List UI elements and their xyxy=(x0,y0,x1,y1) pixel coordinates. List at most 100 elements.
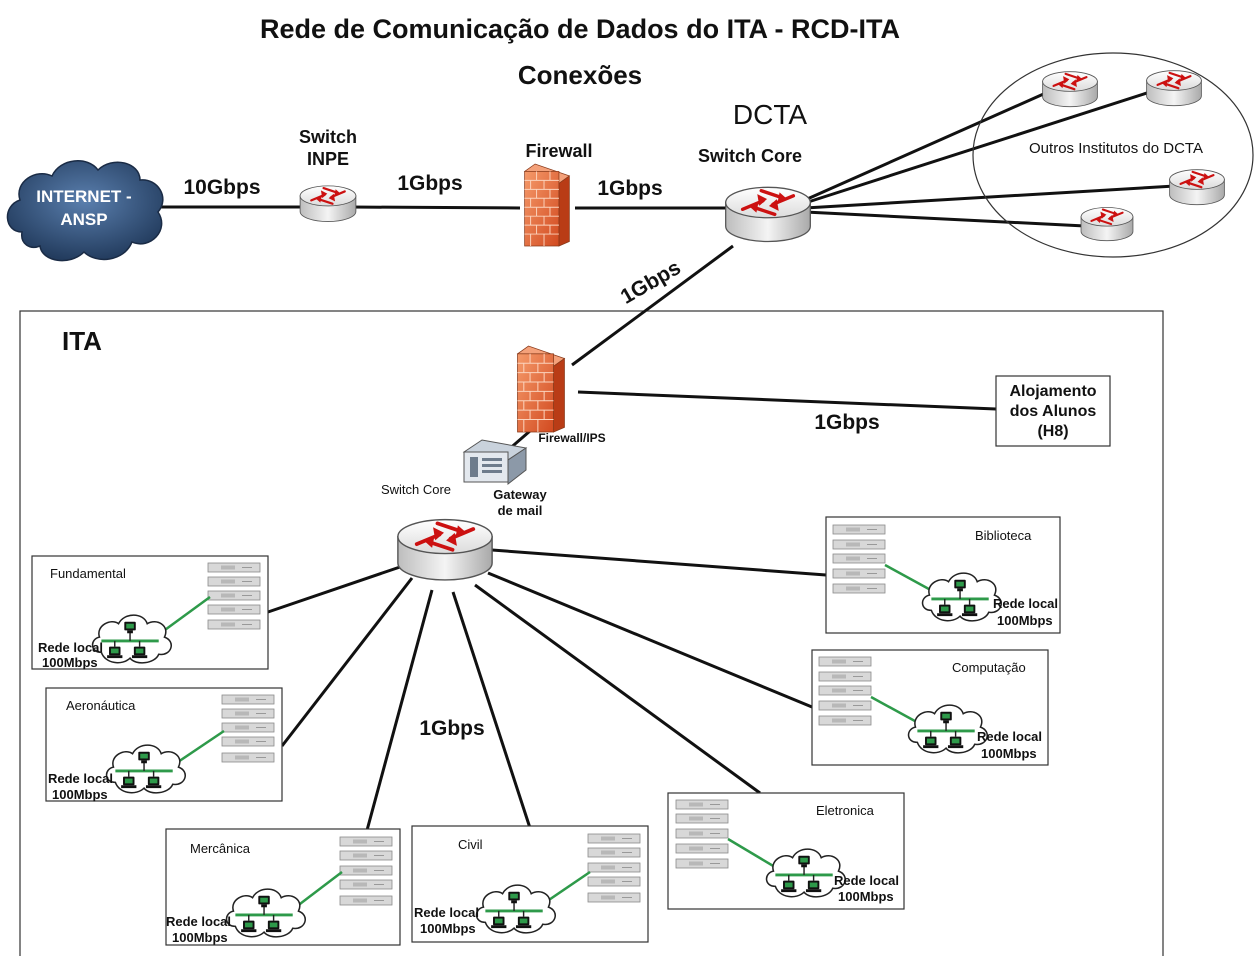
switch-inpe-label-line2: INPE xyxy=(307,149,349,169)
dept-fundamental: Fundamental Rede local 100Mbps xyxy=(31,555,269,670)
dept-label: Civil xyxy=(458,837,483,852)
server-rack-icon xyxy=(832,539,886,550)
server-rack-icon xyxy=(675,858,729,869)
rede-local-speed: 100Mbps xyxy=(838,889,894,904)
switch-inpe: Switch INPE xyxy=(298,127,358,223)
rede-local-speed: 100Mbps xyxy=(981,746,1037,761)
outros-institutos-label: Outros Institutos do DCTA xyxy=(1029,140,1203,157)
server-rack-icon xyxy=(339,865,393,876)
server-rack-icon xyxy=(221,752,275,763)
outros-institutos-group: Outros Institutos do DCTA xyxy=(972,52,1254,258)
gateway-label-line2: de mail xyxy=(498,503,543,518)
rede-local-label: Rede local xyxy=(414,905,479,920)
firewall-label: Firewall xyxy=(525,141,592,161)
server-rack-icon xyxy=(221,694,275,705)
dcta-heading: DCTA xyxy=(733,99,807,130)
link-core-mecanica xyxy=(364,589,434,835)
router-icon xyxy=(1168,168,1226,206)
internet-cloud: INTERNET - ANSP xyxy=(6,160,164,262)
alojamento-line2: dos Alunos xyxy=(1010,403,1097,420)
dept-label: Biblioteca xyxy=(975,528,1032,543)
server-rack-icon xyxy=(675,843,729,854)
firewall-icon xyxy=(524,163,570,247)
server-rack-icon xyxy=(818,671,872,682)
server-rack-icon xyxy=(221,736,275,747)
server-rack-icon xyxy=(587,876,641,887)
server-rack-icon xyxy=(587,847,641,858)
server-rack-icon xyxy=(675,813,729,824)
rede-local-label: Rede local xyxy=(993,596,1058,611)
server-rack-icon xyxy=(818,700,872,711)
link-core-computacao xyxy=(487,571,813,709)
server-rack-icon xyxy=(587,862,641,873)
dept-label: Eletronica xyxy=(816,803,875,818)
dept-biblioteca: Biblioteca Rede local 100Mbps xyxy=(825,516,1061,634)
firewall-icon xyxy=(516,345,566,433)
dept-label: Aeronáutica xyxy=(66,698,136,713)
router-icon xyxy=(1079,206,1135,242)
firewall-top: Firewall xyxy=(524,141,593,247)
server-rack-icon xyxy=(818,685,872,696)
rede-local-speed: 100Mbps xyxy=(42,655,98,670)
alojamento-line3: (H8) xyxy=(1037,423,1068,440)
link-inpe-firewall xyxy=(349,205,521,210)
server-rack-icon xyxy=(221,708,275,719)
dept-aeronautica: Aeronáutica Rede local 100Mbps xyxy=(45,687,283,802)
gateway-label-line1: Gateway xyxy=(493,487,547,502)
server-rack-icon xyxy=(207,562,261,573)
link-core-inst2 xyxy=(804,90,1151,205)
server-rack-icon xyxy=(339,879,393,890)
server-rack-icon xyxy=(339,850,393,861)
server-rack-icon xyxy=(221,722,275,733)
rede-local-label: Rede local xyxy=(48,771,113,786)
rede-local-speed: 100Mbps xyxy=(172,930,228,945)
firewall-ips-label: Firewall/IPS xyxy=(538,431,605,445)
link-label-10gbps: 10Gbps xyxy=(183,176,260,199)
diagram-subtitle: Conexões xyxy=(518,60,642,90)
internet-label-line1: INTERNET - xyxy=(36,187,131,206)
switch-inpe-label-line1: Switch xyxy=(299,127,357,147)
rede-local-speed: 100Mbps xyxy=(997,613,1053,628)
link-label-firewall-core: 1Gbps xyxy=(597,177,662,200)
dept-label: Computação xyxy=(952,660,1026,675)
server-rack-icon xyxy=(832,553,886,564)
server-rack-icon xyxy=(675,828,729,839)
link-core-biblioteca xyxy=(491,548,827,577)
outros-institutos-ellipse xyxy=(972,52,1254,258)
server-rack-icon xyxy=(832,524,886,535)
link-label-inpe-firewall: 1Gbps xyxy=(397,172,462,195)
server-rack-icon xyxy=(339,836,393,847)
dept-label: Mercânica xyxy=(190,841,251,856)
link-core-inst4 xyxy=(804,210,1086,228)
link-fw-alojamento xyxy=(577,390,997,411)
dcta-switch-core-label: Switch Core xyxy=(698,146,802,166)
ita-boundary xyxy=(19,310,1164,956)
server-rack-icon xyxy=(587,833,641,844)
link-label-core-ita: 1Gbps xyxy=(617,256,685,309)
router-icon xyxy=(398,520,492,580)
rede-local-label: Rede local xyxy=(38,640,103,655)
link-core-eletronica xyxy=(474,583,761,795)
dept-eletronica: Eletronica Rede local 100Mbps xyxy=(667,792,905,910)
server-rack-icon xyxy=(339,895,393,906)
link-core-inst1 xyxy=(804,90,1049,202)
rede-local-speed: 100Mbps xyxy=(420,921,476,936)
dcta-switch-core: DCTA Switch Core xyxy=(698,99,810,241)
server-rack-icon xyxy=(832,568,886,579)
link-core-civil xyxy=(451,591,532,829)
server-rack-icon xyxy=(818,656,872,667)
server-rack-icon xyxy=(818,715,872,726)
rede-local-label: Rede local xyxy=(166,914,231,929)
router-icon xyxy=(1145,69,1203,107)
rede-local-label: Rede local xyxy=(977,729,1042,744)
diagram-title: Rede de Comunicação de Dados do ITA - RC… xyxy=(260,14,900,44)
gateway-mail: Gateway de mail xyxy=(462,439,548,518)
server-rack-icon xyxy=(832,583,886,594)
link-label-departments: 1Gbps xyxy=(419,717,484,740)
ita-switch-core: Switch Core xyxy=(381,482,492,580)
link-core-fundamental xyxy=(267,565,401,614)
router-icon xyxy=(298,184,358,223)
dept-label: Fundamental xyxy=(50,566,126,581)
dept-computacao: Computação Rede local 100Mbps xyxy=(811,649,1049,766)
